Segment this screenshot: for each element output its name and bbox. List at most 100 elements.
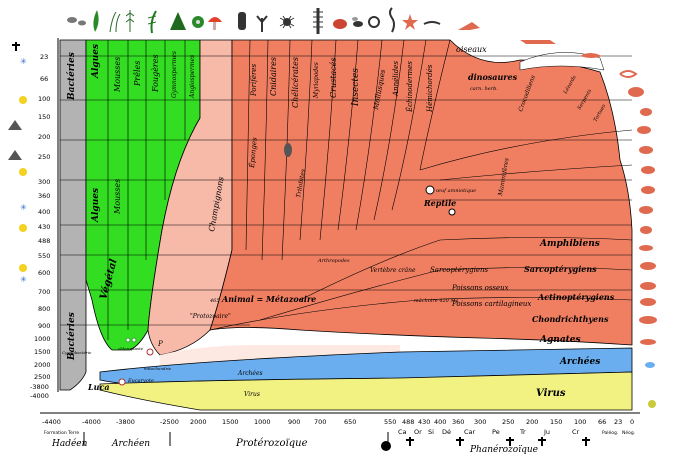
axis-tick-label: -4400: [42, 418, 61, 426]
flower-icon: [192, 16, 204, 28]
label-archees: Archées: [559, 356, 600, 367]
period-label: Si: [428, 428, 434, 436]
axis-tick-label: 1000: [254, 418, 271, 426]
extinction-cross-icon: [538, 437, 546, 446]
period-label: Dé: [442, 428, 451, 436]
axis-tick-label: 700: [38, 288, 50, 296]
skull-icon: [381, 441, 391, 451]
extinction-cross-icon: [506, 437, 514, 446]
bird-icon: [640, 108, 652, 116]
bottom-time-axis: -4400 -4000 -3800 -2500 2000 1500 1000 9…: [40, 412, 640, 455]
formation-note: Formation Terre: [44, 430, 79, 436]
volcano-icon: [8, 120, 22, 130]
label-chloroplaste: chloroplaste: [118, 346, 144, 351]
label-cyanobacterie: Cyanobactérie: [62, 350, 92, 355]
organism-icons-top: [67, 7, 441, 34]
virus-icon: [648, 400, 656, 408]
axis-tick-label: 650: [344, 418, 356, 426]
axis-tick-label: 2500: [34, 373, 51, 381]
spider-icon: [279, 15, 295, 29]
axis-tick-label: 360: [452, 418, 464, 426]
fish-icon: [640, 298, 656, 306]
shark-icon: [639, 316, 657, 324]
axis-tick-label: 360: [38, 192, 50, 200]
axis-tick-label: -2500: [160, 418, 179, 426]
axis-tick-label: 100: [38, 95, 50, 103]
axis-tick-label: 300: [474, 418, 486, 426]
axis-tick-label: 23: [614, 418, 622, 426]
mammal-icon: [637, 126, 651, 134]
label-algues-mid: Algues: [91, 188, 101, 223]
axis-tick-label: 550: [38, 252, 50, 260]
axis-tick-label: 430: [418, 418, 430, 426]
time-gridlines: [60, 55, 632, 326]
label-agnates: Agnates: [539, 335, 581, 345]
axis-tick-label: 430: [38, 223, 50, 231]
axis-tick-label: 550: [384, 418, 396, 426]
label-oeuf: œuf amniotique: [436, 188, 476, 194]
label-mousses-mid: Mousses: [113, 179, 122, 215]
label-amphibiens: Amphibiens: [539, 239, 600, 249]
sun-icon: [19, 264, 27, 272]
trilobite-icon: [284, 143, 292, 157]
period-label: Car: [464, 428, 476, 436]
axis-tick-label: 100: [574, 418, 586, 426]
period-label: Tr: [519, 428, 526, 436]
period-label: Or: [414, 428, 422, 436]
axis-tick-label: 1500: [34, 348, 51, 356]
left-time-axis: 23 66 100 150 200 250 300 360 400 430 48…: [8, 38, 59, 400]
salamander-icon: [639, 245, 653, 251]
label-oiseaux: oiseaux: [456, 45, 487, 54]
label-annelides: Annélides: [392, 61, 400, 97]
label-machoire: mâchoire 420 Ma: [414, 297, 459, 304]
turtle-icon: [628, 87, 644, 97]
label-virus-inner: Virus: [244, 391, 260, 398]
extinction-cross-icon: [456, 437, 464, 446]
period-label: Paléog.: [602, 429, 618, 436]
crab-icon: [333, 19, 347, 29]
axis-tick-label: 250: [502, 418, 514, 426]
axis-tick-label: 200: [526, 418, 538, 426]
extinction-cross-icon: [582, 437, 590, 446]
pterosaur-icon: [458, 22, 480, 30]
axis-tick-label: 900: [288, 418, 300, 426]
crocodile-icon: [520, 40, 556, 44]
volcano-icon: [8, 150, 22, 160]
period-label: Ju: [543, 428, 550, 436]
label-cnidaires: Cnidaires: [269, 57, 278, 96]
coelacanth-icon: [640, 262, 656, 270]
axis-tick-label: 800: [38, 305, 50, 313]
svg-text:✳: ✳: [20, 275, 27, 284]
coral-icon: [256, 15, 268, 32]
sun-icon: [19, 168, 27, 176]
axis-tick-label: 900: [38, 322, 50, 330]
label-poissons-cartilagineux: Poissons cartilagineux: [451, 300, 531, 308]
label-chelicerates: Chélicérates: [291, 57, 300, 108]
label-bacteria-bottom: Bactéries: [66, 312, 77, 361]
horsetail-icon: [125, 10, 135, 32]
moss-icon: [109, 11, 121, 33]
label-chondrichthyens: Chondrichthyens: [532, 314, 609, 324]
label-reptile: Reptile: [423, 198, 456, 208]
label-trilobites: Trilobites: [295, 168, 307, 198]
hand-icon: [448, 208, 456, 216]
label-insectes: Insectes: [351, 68, 361, 107]
snowflake-icon: ✳: [20, 203, 27, 212]
label-preles: Prêles: [133, 61, 142, 87]
label-poissons-osseux: Poissons osseux: [451, 284, 509, 292]
label-crustaces: Crustacés: [329, 57, 338, 98]
label-bacteria-top: Bactéries: [66, 52, 77, 101]
axis-tick-label: 400: [434, 418, 446, 426]
label-fougeres: Fougères: [151, 54, 160, 93]
label-algues-top: Algues: [91, 44, 101, 79]
frog-icon: [640, 226, 652, 234]
sponge-icon: [238, 12, 246, 30]
axis-tick-label: 300: [38, 178, 50, 186]
label-mousses-top: Mousses: [113, 57, 122, 93]
snowflake-icon: ✳: [20, 57, 27, 66]
starfish-icon: [402, 14, 418, 30]
extinction-cross-icon: [12, 42, 20, 51]
svg-text:✳: ✳: [20, 203, 27, 212]
axis-tick-label: 250: [38, 153, 50, 161]
